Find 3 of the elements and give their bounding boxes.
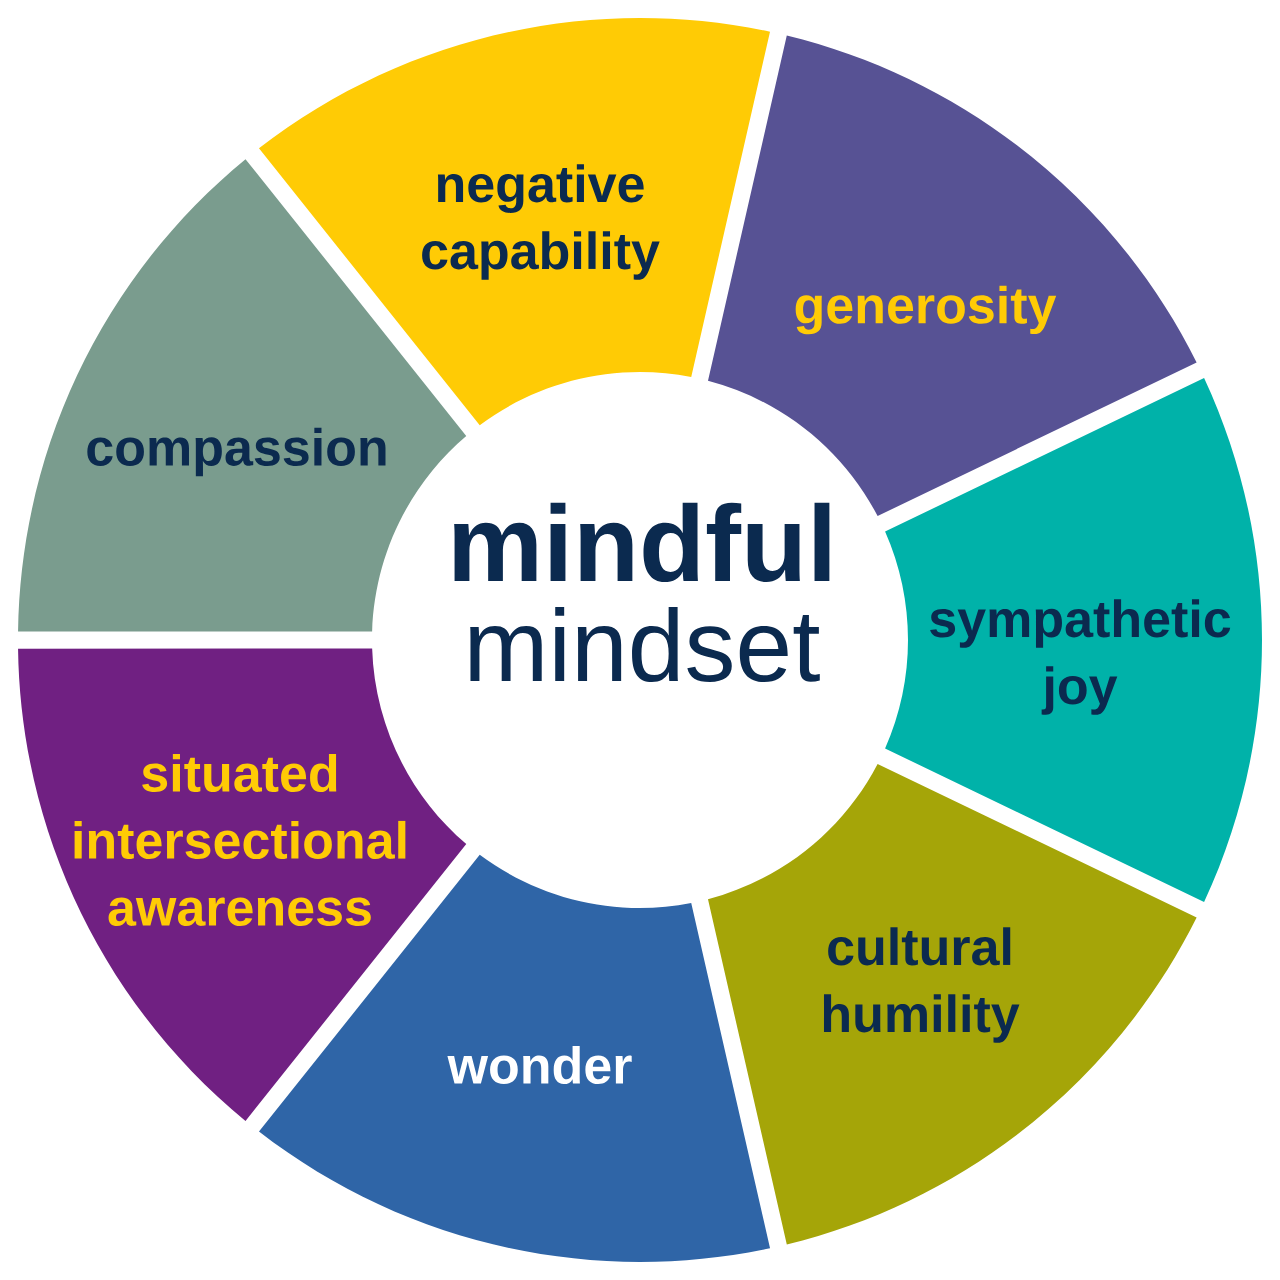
ring-segment: sympathetic joy: [885, 377, 1262, 903]
ring-segment: negative capability: [258, 18, 770, 426]
ring-segment: cultural humility: [708, 763, 1197, 1245]
